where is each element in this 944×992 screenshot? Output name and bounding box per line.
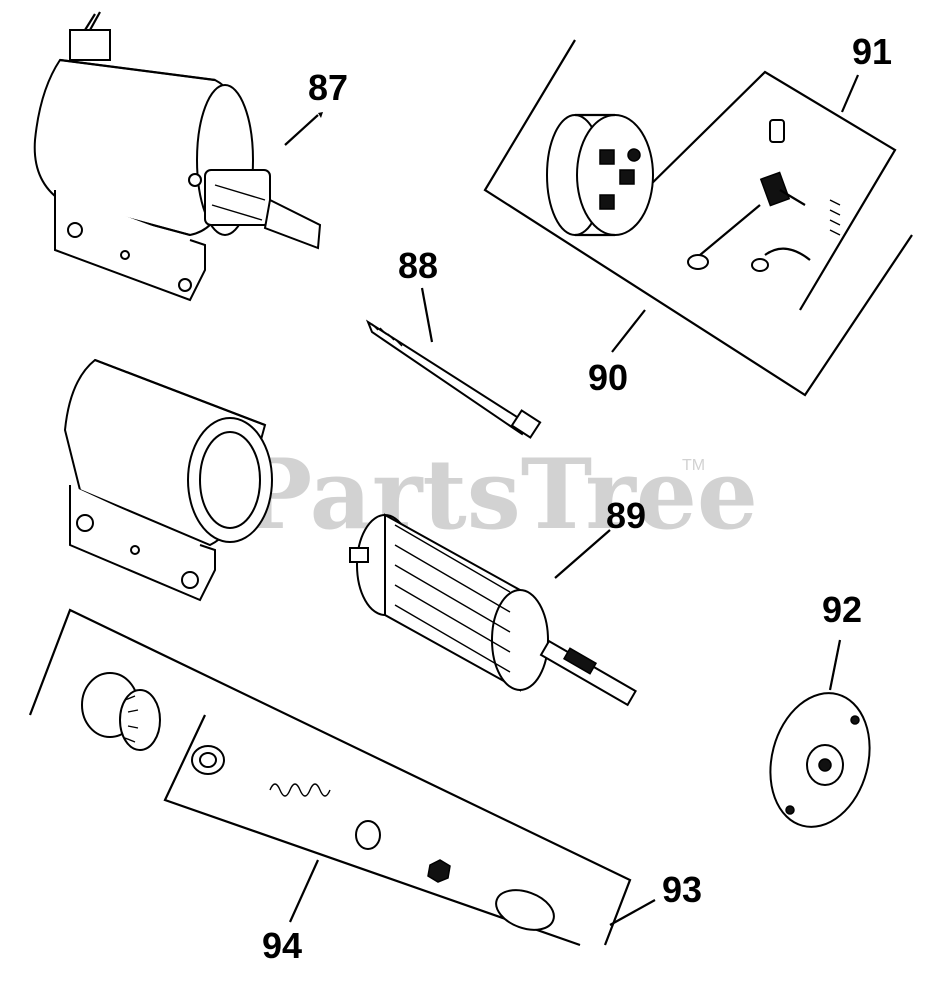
callout-94: 94 [262, 925, 302, 966]
callout-89: 89 [606, 495, 646, 536]
part-92-end-plate[interactable] [756, 682, 884, 838]
part-88-through-bolt[interactable] [365, 319, 542, 439]
callout-90: 90 [588, 357, 628, 398]
partstree-watermark: PartsTree TM [240, 438, 758, 551]
starter-housing [63, 358, 273, 602]
leader-87 [284, 114, 319, 146]
part-93-drive-kit-parts[interactable] [191, 745, 559, 937]
callout-88: 88 [398, 245, 438, 286]
part-87-starter-motor[interactable] [33, 11, 322, 302]
callout-92: 92 [822, 589, 862, 630]
leader-94 [288, 859, 320, 923]
drive-kit-box [28, 608, 632, 947]
leader-93 [609, 899, 656, 926]
leader-89 [554, 529, 611, 579]
leader-88 [420, 287, 434, 343]
part-94-pinion-gear[interactable] [81, 672, 161, 751]
part-91-brush-kit[interactable] [687, 119, 841, 272]
watermark-trademark: TM [682, 457, 705, 474]
part-90-end-cap[interactable] [546, 113, 654, 237]
watermark-text: PartsTree [240, 438, 758, 551]
leader-87-arrow [318, 112, 323, 118]
leader-92 [828, 639, 842, 691]
callout-87: 87 [308, 67, 348, 108]
leader-91 [840, 74, 860, 113]
part-89-armature[interactable] [349, 513, 637, 707]
leader-90 [611, 309, 646, 353]
callout-91: 91 [852, 31, 892, 72]
callout-93: 93 [662, 869, 702, 910]
end-cap-kit-box [483, 39, 913, 397]
